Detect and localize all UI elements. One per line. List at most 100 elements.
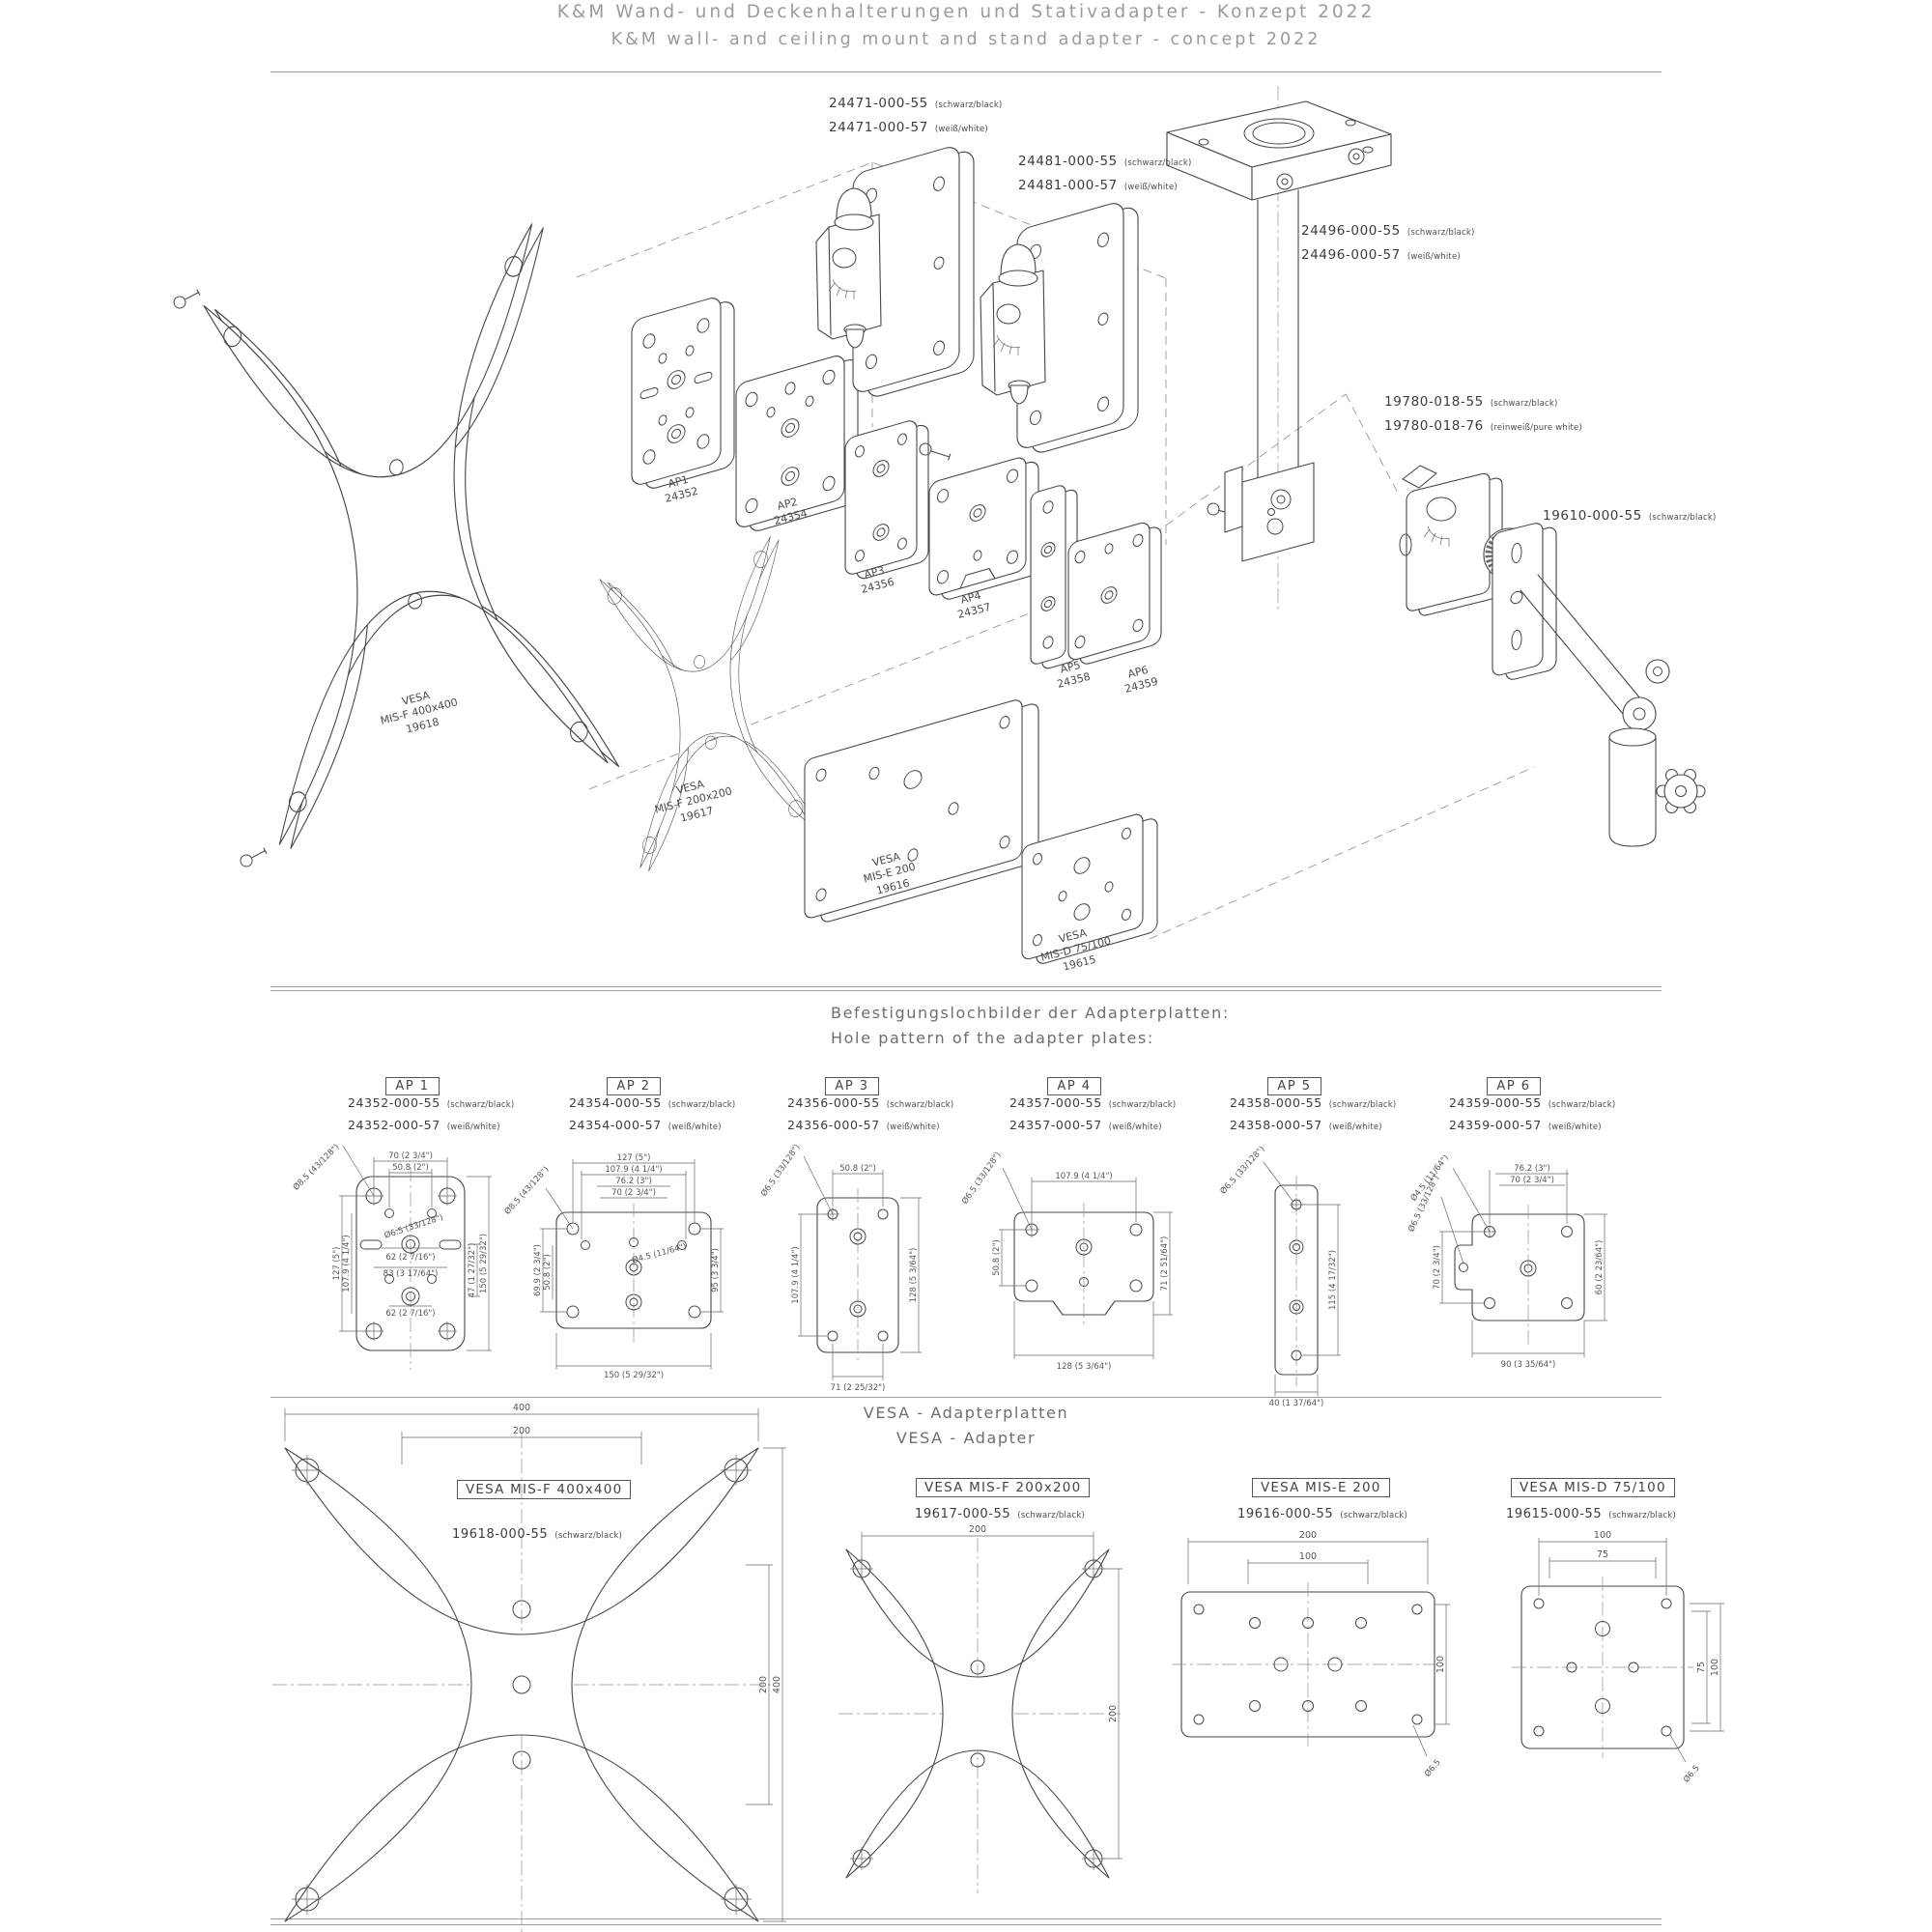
label-24481: 24481-000-55(schwarz/black) 24481-000-57… [1018,154,1192,193]
divider-top [270,71,1662,72]
screw-icon [919,442,952,461]
vesa-mis-f-400-drawing: 400 200 200 400 [272,1403,786,1932]
dim-label: 100 [1594,1530,1611,1541]
ap3-hole-pattern-drawing: 50.8 (2") Ø6.5 (33/128") 107.9 (4 1/4") … [758,1142,922,1393]
plate-mis-f-400-drawing [203,223,620,849]
vesa-mis-f-400-partnumber: 19618-000-55(schwarz/black) [452,1527,622,1542]
dim-label: 100 [1710,1659,1720,1676]
divider-holes-section [270,986,1662,987]
ap1-header: AP 1 [335,1075,490,1095]
divider-bottom [270,1918,1662,1919]
dim-label: 83 (3 17/64") [384,1269,439,1279]
dim-label: Ø6.5 (33/128") [758,1142,802,1198]
dim-label: 200 [758,1676,769,1693]
ceiling-mount-24496-drawing [1166,86,1392,613]
dim-label: 47 (1 27/32") [468,1243,477,1298]
dim-label: 50.8 (2") [839,1164,876,1174]
divider-vesa-section [270,1397,1662,1398]
ap1-partnumbers: 24352-000-55(schwarz/black) 24352-000-57… [348,1095,515,1132]
arm-19610-drawing [1492,523,1706,847]
dim-label: Ø6.5 (33/128") [1218,1144,1267,1196]
plate-mis-e-200-drawing [804,699,1039,923]
dim-label: 200 [513,1426,530,1436]
plate-ap3-drawing [844,420,929,580]
ap5-hole-pattern-drawing: Ø6.5 (33/128") 115 (4 17/32") 40 (1 37/6… [1218,1144,1341,1408]
divider-holes-section-2 [270,990,1662,991]
vesa-mis-f-200-box-label: VESA MIS-F 200x200 [916,1478,1091,1497]
label-24496: 24496-000-55(schwarz/black) 24496-000-57… [1301,223,1475,263]
exploded-view-drawing [173,86,1706,964]
dim-label: 70 (2 3/4") [388,1151,433,1161]
dim-label: 70 (2 3/4") [1510,1176,1554,1185]
dim-label: 40 (1 37/64") [1269,1399,1324,1408]
holes-section-heading: Befestigungslochbilder der Adapterplatte… [831,1001,1230,1052]
dim-label: 60 (2 23/64") [1595,1240,1605,1295]
vesa-heading-english: VESA - Adapter [895,1429,1037,1448]
ap6-header: AP 6 [1436,1075,1591,1095]
dim-label: 50.8 (2") [543,1254,553,1291]
dim-label: 128 (5 3/64") [1057,1362,1112,1372]
plate-ap2-drawing [735,355,859,531]
holes-heading-english: Hole pattern of the adapter plates: [831,1029,1154,1048]
dim-label: 69.9 (2 3/4") [533,1244,543,1296]
holes-heading-german: Befestigungslochbilder der Adapterplatte… [831,1004,1230,1022]
ap2-hole-pattern-drawing: 127 (5") 107.9 (4 1/4") 76.2 (3") 70 (2 … [502,1153,724,1380]
bracket-24471-drawing [815,147,975,397]
vesa-mis-f-400-box-label: VESA MIS-F 400x400 [457,1480,632,1499]
vesa-mis-e-200-partnumber: 19616-000-55(schwarz/black) [1237,1507,1407,1521]
ap6-hole-pattern-drawing: 76.2 (3") 70 (2 3/4") Ø4.5 (11/64") Ø6.5… [1406,1152,1607,1370]
dim-label: 150 (5 29/32") [479,1234,489,1293]
dim-label: 76.2 (3") [1514,1164,1550,1174]
plate-ap4-drawing [928,457,1039,600]
label-19610: 19610-000-55(schwarz/black) [1543,508,1717,524]
vesa-mis-d-75-100-box-label: VESA MIS-D 75/100 [1511,1478,1675,1497]
ap5-header: AP 5 [1217,1075,1372,1095]
dim-label: 400 [772,1676,782,1693]
dim-label: Ø6.5 [1681,1763,1701,1785]
plate-mis-f-200-drawing [599,536,820,872]
bracket-24481-drawing [980,195,1139,461]
dim-label: Ø8.5 (43/128") [291,1142,342,1193]
dim-label: 71 (2 25/32") [831,1383,886,1393]
vesa-mis-d-75-100-partnumber: 19615-000-55(schwarz/black) [1506,1507,1676,1521]
vesa-mis-e-200-drawing: 200 100 100 Ø6.5 [1172,1530,1450,1779]
ap1-box-label: AP 1 [385,1077,440,1095]
ap5-partnumbers: 24358-000-55(schwarz/black) 24358-000-57… [1230,1095,1397,1132]
dim-label: 127 (5") [617,1153,651,1163]
vesa-section-heading: VESA - Adapterplatten VESA - Adapter [864,1401,1068,1452]
dim-label: 100 [1435,1656,1446,1673]
screw-icon [240,847,268,867]
vesa-mis-d-75-100-drawing: 100 75 75 100 Ø6.5 [1512,1530,1724,1785]
dim-label: 75 [1597,1549,1608,1560]
dim-label: 70 (2 3/4") [611,1188,656,1198]
ap1-hole-pattern-drawing: 70 (2 3/4") 50.8 (2") Ø8.5 (43/128") Ø6.… [291,1142,492,1370]
ap3-header: AP 3 [775,1075,929,1095]
dim-label: 115 (4 17/32") [1328,1250,1338,1310]
label-24471: 24471-000-55(schwarz/black) 24471-000-57… [829,96,1003,135]
dim-label: 200 [1299,1530,1317,1541]
dim-label: 400 [513,1403,530,1413]
dim-label: 50.8 (2") [392,1163,429,1173]
vesa-heading-german: VESA - Adapterplatten [863,1404,1069,1422]
ap4-hole-pattern-drawing: 107.9 (4 1/4") Ø6.5 (33/128") 50.8 (2") … [959,1150,1173,1372]
plate-ap5-drawing [1030,485,1078,669]
screw-icon [173,289,201,309]
dim-label: 62 (2 7/16") [385,1253,435,1263]
label-19780: 19780-018-55(schwarz/black) 19780-018-76… [1384,394,1583,434]
vesa-mis-f-200-drawing: 200 200 [838,1524,1122,1893]
dim-label: 150 (5 29/32") [604,1371,664,1380]
dim-label: 127 (5") [332,1247,342,1281]
dim-label: 107.9 (4 1/4") [791,1246,801,1303]
dim-label: 200 [1108,1705,1119,1722]
dim-label: 107.9 (4 1/4") [342,1235,352,1292]
ap3-partnumbers: 24356-000-55(schwarz/black) 24356-000-57… [787,1095,954,1132]
vesa-mis-e-200-box-label: VESA MIS-E 200 [1252,1478,1390,1497]
plate-ap1-drawing [631,298,735,489]
plate-ap6-drawing [1067,522,1162,665]
ap4-header: AP 4 [997,1075,1151,1095]
dim-label: Ø6.5 (33/128") [959,1150,1003,1206]
dim-label: 107.9 (4 1/4") [1055,1172,1112,1181]
vesa-mis-f-200-partnumber: 19617-000-55(schwarz/black) [915,1507,1085,1521]
sheet-title-german: K&M Wand- und Deckenhalterungen und Stat… [556,2,1376,22]
dim-label: 107.9 (4 1/4") [605,1165,662,1175]
